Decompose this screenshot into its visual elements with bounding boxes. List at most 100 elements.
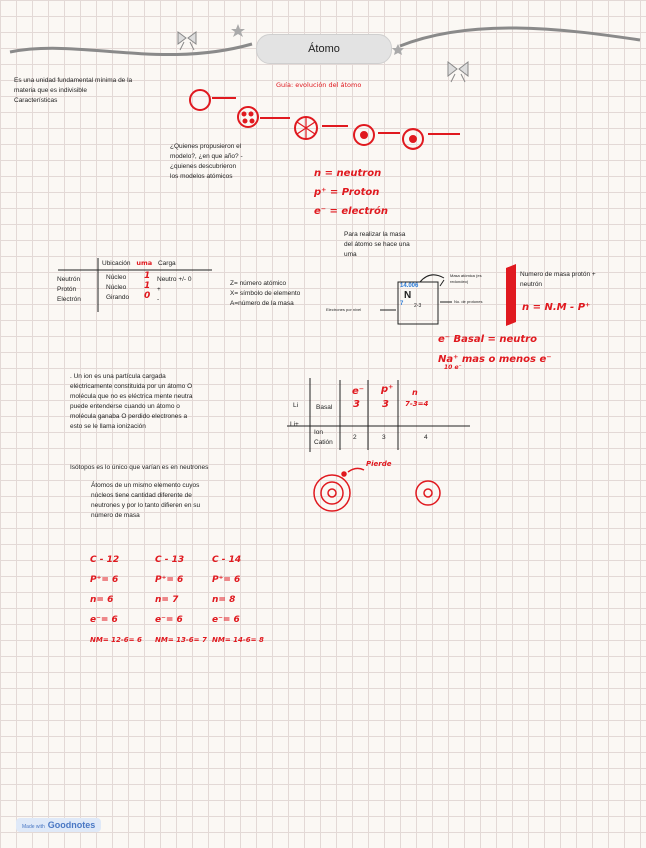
li-n: 7-3=4 (405, 400, 429, 408)
atom-label: Pierde (366, 460, 392, 468)
table-header-cell: Ubicación (102, 260, 131, 267)
particle-definitions: n = neutron p⁺ = Proton e⁻ = electrón (314, 164, 388, 221)
intro-line: Es una unidad fundamental mínima de la (14, 77, 133, 84)
formula: n = N.M - P⁺ (522, 302, 591, 313)
question-line: modelo?, ¿en que año? - (170, 153, 243, 160)
ion-line: molécula que no es eléctrica mente neutr… (70, 393, 193, 400)
definition-line: A=número de la masa (230, 300, 294, 307)
note-line: neutrón (520, 281, 543, 288)
intro-line: Características (14, 97, 58, 104)
isotope-p: P⁺= 6 (212, 575, 241, 585)
question-line: ¿quienes descubrieron (170, 163, 237, 170)
particle-table-lines (58, 258, 212, 312)
li-ion-symbol: Li+ (290, 421, 299, 428)
li-ion-n: 4 (424, 434, 428, 441)
isotope-name: C - 13 (155, 555, 185, 565)
intro-line: materia que es indivisible (14, 87, 87, 94)
table-row-name: Protón (57, 286, 77, 293)
ion-line: molécula ganaba O perdido electrones a (70, 413, 188, 420)
table-locations: Núcleo Núcleo Girando (106, 273, 129, 303)
ion-line: . Un ion es una partícula cargada (70, 373, 166, 380)
mass-note-line: del átomo se hace una (344, 241, 410, 248)
particle-line: n = neutron (314, 168, 382, 179)
page-title: Átomo (256, 34, 392, 64)
isotope-name: C - 14 (212, 555, 242, 565)
table-cell: 0 (144, 291, 151, 301)
isotope-c14: C - 14 P⁺= 6 n= 8 e⁻= 6 NM= 14-6= 8 (212, 550, 264, 650)
li-state: Basal (316, 404, 333, 411)
element-config: 2-3 (414, 303, 422, 309)
electron-note: e⁻ Basal = neutro (438, 334, 537, 345)
isotope-e: e⁻= 6 (155, 615, 183, 625)
star-icon (231, 24, 404, 55)
isotope-c12: C - 12 P⁺= 6 n= 6 e⁻= 6 NM= 12-6= 6 (90, 550, 142, 650)
li-ion-p: 3 (382, 434, 386, 441)
definitions: Z= número atómico X= símbolo de elemento… (230, 279, 300, 309)
isotope-n: n= 7 (155, 595, 179, 605)
mass-note: Para realizar la masa del átomo se hace … (344, 230, 410, 260)
particle-line: p⁺ = Proton (314, 187, 380, 198)
table-row-name: Neutrón (57, 276, 81, 283)
ion-text: . Un ion es una partícula cargada eléctr… (70, 372, 193, 432)
question-line: ¿Quienes propusieron el (170, 143, 242, 150)
isotope-name: C - 12 (90, 555, 120, 565)
element-label-top: Masa atómica (es redondeo) (450, 273, 482, 285)
ion-line: puede entenderse cuando un átomo o (70, 403, 180, 410)
isotope-c13: C - 13 P⁺= 6 n= 7 e⁻= 6 NM= 13-6= 7 (155, 550, 207, 650)
bow-icon (447, 60, 469, 83)
isotope-nm: NM= 13-6= 7 (155, 636, 207, 644)
question-line: los modelos atómicos (170, 173, 233, 180)
element-z: 7 (400, 301, 404, 307)
isotope-line: neutrones y por lo tanto difieren en su (91, 502, 201, 509)
table-uma: 1 1 0 (144, 271, 150, 301)
label-line: Masa atómica (es (450, 273, 482, 278)
question-text: ¿Quienes propusieron el modelo?, ¿en que… (170, 142, 243, 182)
note-line: Numero de masa protón + (520, 271, 596, 278)
table-cell: + (157, 286, 161, 293)
element-label-right: No. de protones (454, 299, 483, 304)
isotope-line: núcleos tiene cantidad diferente de (91, 492, 192, 499)
table-cell: Núcleo (106, 284, 127, 291)
mass-note-line: uma (344, 251, 357, 258)
isotope-n: n= 8 (212, 595, 236, 605)
li-col-n: n (412, 388, 418, 397)
element-mass: 14.006 (400, 283, 419, 289)
table-row-name: Electrón (57, 296, 81, 303)
table-names: Neutrón Protón Electrón (57, 275, 81, 305)
li-ion-e: 2 (353, 434, 357, 441)
isotope-nm: NM= 14-6= 8 (212, 636, 264, 644)
mass-bracket (506, 264, 516, 326)
mass-note-line: Para realizar la masa (344, 231, 406, 238)
definition-line: X= símbolo de elemento (230, 290, 301, 297)
isotope-p: P⁺= 6 (90, 575, 119, 585)
table-cell: - (157, 296, 160, 303)
li-table-lines (287, 378, 470, 452)
table-cell: Neutro +/- 0 (157, 276, 192, 283)
ion-atom-drawings (313, 467, 441, 512)
li-col-p: p⁺ (381, 384, 394, 395)
particle-line: e⁻ = electrón (314, 206, 389, 217)
li-ion-state: Ion Catión (314, 429, 333, 446)
table-cell: 1 (144, 281, 151, 291)
element-box (380, 274, 452, 325)
definition-line: Z= número atómico (230, 280, 287, 287)
li-p: 3 (382, 399, 389, 410)
table-header: Ubicación uma Carga (102, 258, 176, 269)
isotope-line: Átomos de un mismo elemento cuyos (91, 482, 200, 489)
li-col-e: e⁻ (352, 386, 365, 397)
badge-brand: Goodnotes (47, 820, 96, 830)
isotope-e: e⁻= 6 (90, 615, 118, 625)
isotopes-text: Átomos de un mismo elemento cuyos núcleo… (91, 481, 200, 521)
electron-notes: e⁻ Basal = neutro Na⁺ mas o menos e⁻ (438, 330, 552, 370)
atom-model-drawings (189, 89, 460, 150)
intro-text: Es una unidad fundamental mínima de la m… (14, 76, 132, 106)
bow-icon (177, 31, 197, 51)
ion-line: esto se le llama ionización (70, 423, 146, 430)
table-cell: Girando (106, 294, 130, 301)
isotope-line: número de masa (91, 512, 140, 519)
ion-line: eléctricamente constituida por un átomo … (70, 383, 193, 390)
electron-sub: 10 e⁻ (444, 364, 462, 371)
badge-small: Made with (22, 824, 45, 830)
label-line: redondeo) (450, 279, 469, 284)
